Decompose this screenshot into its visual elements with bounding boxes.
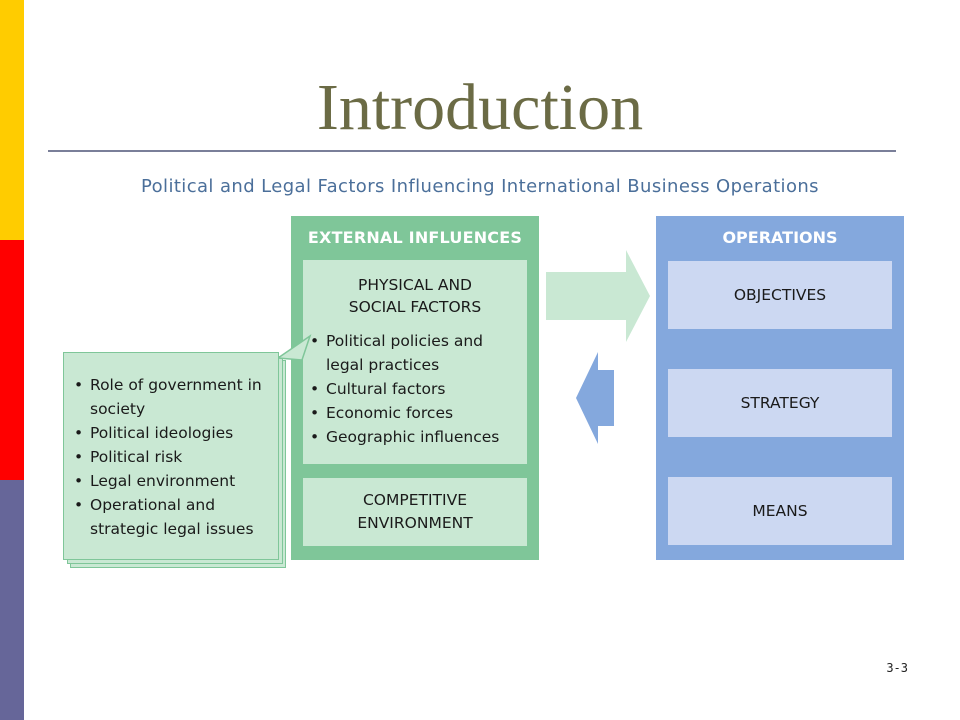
competitive-title-line1: COMPETITIVE: [362, 491, 467, 509]
competitive-title-line2: ENVIRONMENT: [357, 514, 473, 532]
physical-social-title-line2: SOCIAL FACTORS: [348, 298, 482, 316]
slide-title: Introduction: [316, 71, 644, 144]
operations-header: OPERATIONS: [722, 228, 838, 247]
flow-arrows: [546, 250, 650, 444]
list-item: Operational and strategic legal issues: [74, 493, 284, 541]
accent-bar-red: [0, 240, 24, 480]
political-legal-list: Role of government in society Political …: [74, 373, 284, 541]
slide-subtitle: Political and Legal Factors Influencing …: [141, 176, 819, 197]
left-arrow-icon: [576, 352, 614, 444]
external-influences-header: EXTERNAL INFLUENCES: [307, 228, 523, 247]
competitive-environment-title: COMPETITIVE ENVIRONMENT: [303, 489, 527, 535]
right-arrow-icon: [546, 250, 650, 342]
list-item: Legal environment: [74, 469, 284, 493]
physical-social-title-line1: PHYSICAL AND: [357, 276, 472, 294]
list-item: Geographic influences: [310, 425, 524, 449]
list-item: Political policies and legal practices: [310, 329, 524, 377]
means-box: MEANS: [668, 477, 892, 545]
objectives-box: OBJECTIVES: [668, 261, 892, 329]
list-item: Political risk: [74, 445, 284, 469]
title-divider: [48, 150, 896, 152]
physical-social-factors-title: PHYSICAL AND SOCIAL FACTORS: [303, 274, 527, 318]
callout-pointer: [275, 334, 312, 361]
accent-bar-purple: [0, 480, 24, 720]
strategy-box: STRATEGY: [668, 369, 892, 437]
competitive-environment-box: [303, 478, 527, 546]
accent-bar-yellow: [0, 0, 24, 240]
list-item: Role of government in society: [74, 373, 284, 421]
list-item: Political ideologies: [74, 421, 284, 445]
list-item: Cultural factors: [310, 377, 524, 401]
list-item: Economic forces: [310, 401, 524, 425]
slide-number: 3-3: [886, 661, 908, 675]
physical-social-factors-list: Political policies and legal practices C…: [310, 329, 524, 449]
